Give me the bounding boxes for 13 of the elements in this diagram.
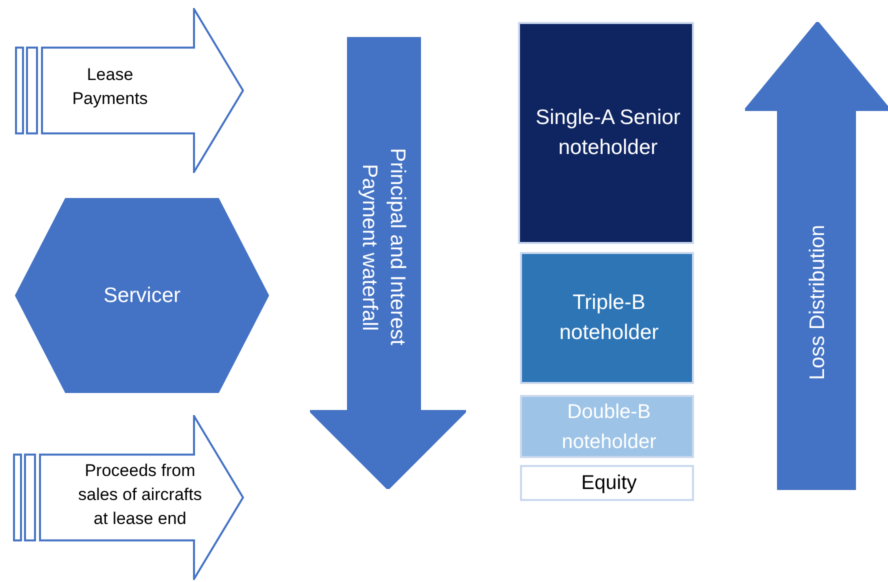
tranche-label: Equity — [580, 471, 638, 496]
tranche-box — [518, 22, 694, 244]
tranche-label: Triple-B noteholder — [558, 290, 660, 346]
tranche-label: Single-A Senior noteholder — [534, 105, 682, 161]
tranche-box — [520, 395, 694, 458]
tranche-box — [520, 465, 694, 501]
shape-label: Principal and Interest Payment waterfall — [357, 147, 410, 348]
shape-label: Lease Payments — [71, 64, 149, 110]
shape-label: Proceeds from sales of aircrafts at lease end — [77, 460, 203, 530]
shape-label: Loss Distribution — [806, 223, 830, 382]
tranche-label: Double-B noteholder — [560, 400, 658, 454]
shape-label: Servicer — [102, 284, 182, 308]
tranche-box — [520, 252, 694, 384]
